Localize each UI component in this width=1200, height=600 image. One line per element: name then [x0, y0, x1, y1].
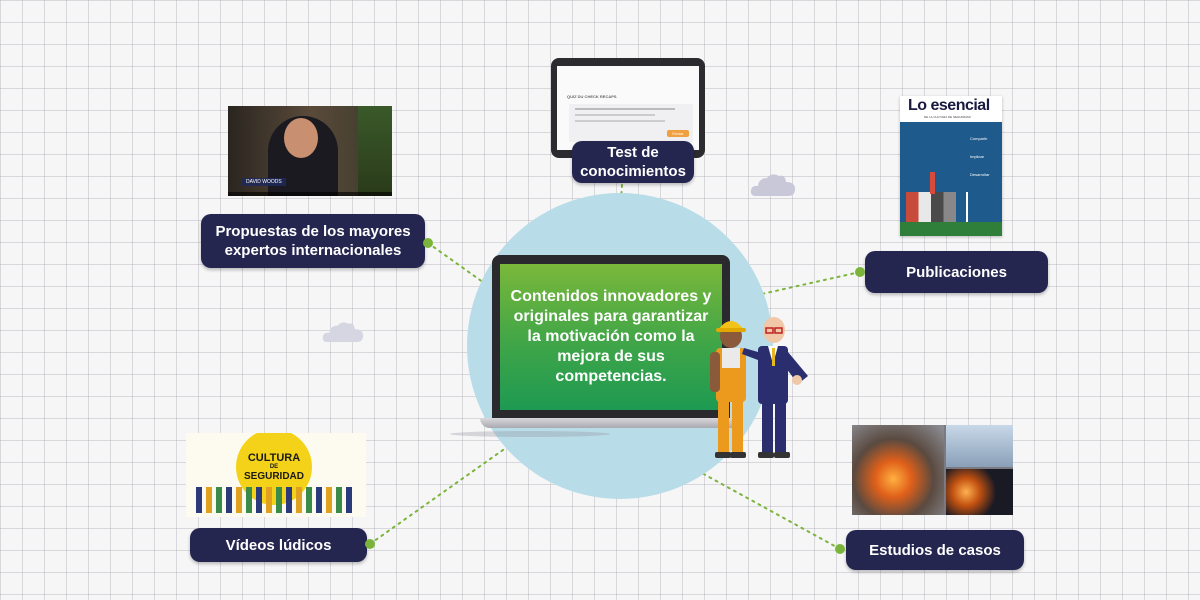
node-publications-label[interactable]: Publicaciones — [865, 251, 1048, 293]
wind-turbine — [966, 192, 968, 222]
node-videos-label[interactable]: Vídeos lúdicos — [190, 528, 367, 562]
worker-figure — [710, 321, 746, 458]
connector-dot — [423, 238, 433, 248]
case-photo-rig — [946, 425, 1013, 467]
connector-dot — [835, 544, 845, 554]
laptop-shadow — [450, 431, 610, 437]
cultura-line1: CULTURA — [247, 451, 301, 464]
case-photo-fire — [852, 425, 944, 515]
node-experts-label[interactable]: Propuestas de los mayores expertos inter… — [201, 214, 425, 268]
expert-face — [284, 118, 318, 158]
people-row — [196, 487, 356, 513]
node-test-label[interactable]: Test de conocimientos — [572, 141, 694, 183]
laptop: Contenidos innovadores y originales para… — [450, 255, 750, 445]
connector-experts — [427, 242, 495, 291]
factory-illustration — [906, 192, 956, 222]
workers-illustration — [710, 317, 808, 458]
test-preview-screen: QUIZ DU CHECK RECAPS Enviar — [557, 66, 699, 150]
connector-videos — [369, 444, 511, 545]
videos-thumbnail[interactable]: CULTURA DE SEGURIDAD — [186, 433, 366, 517]
connector-dot — [855, 267, 865, 277]
chimney — [930, 172, 935, 194]
test-preview-line — [575, 120, 665, 122]
publication-cover[interactable]: Lo esencial DE LA CULTURA DE SEGURIDAD C… — [900, 96, 1002, 236]
cloud-icon — [322, 322, 364, 343]
test-preview-button: Enviar — [667, 130, 689, 137]
video-progress-bar[interactable] — [228, 192, 392, 196]
node-cases-label[interactable]: Estudios de casos — [846, 530, 1024, 570]
center-text: Contenidos innovadores y originales para… — [510, 288, 712, 385]
book-toc-1: Compartir — [970, 136, 988, 141]
book-cover-art: Compartir Implicar Desarrollar — [900, 122, 1002, 236]
laptop-screen: Contenidos innovadores y originales para… — [500, 264, 722, 410]
experts-video-thumbnail[interactable]: DAVID WOODS — [228, 106, 392, 196]
cultura-line3: SEGURIDAD — [243, 470, 304, 482]
test-preview-header: QUIZ DU CHECK RECAPS — [567, 94, 617, 99]
video-caption: DAVID WOODS — [242, 178, 286, 186]
laptop-base — [480, 418, 742, 428]
book-toc-2: Implicar — [970, 154, 985, 159]
connector-dot — [365, 539, 375, 549]
connector-cases — [659, 449, 841, 550]
cloud-icon — [750, 174, 795, 196]
test-preview[interactable]: QUIZ DU CHECK RECAPS Enviar — [551, 58, 705, 158]
book-title: Lo esencial — [908, 97, 990, 114]
plant-decoration — [358, 106, 392, 196]
cases-thumbnail[interactable] — [852, 425, 1013, 515]
businessman-figure — [742, 317, 808, 458]
book-subtitle: DE LA CULTURA DE SEGURIDAD — [924, 115, 971, 119]
test-preview-line — [575, 108, 675, 110]
ground — [900, 222, 1002, 236]
book-toc-3: Desarrollar — [970, 172, 990, 177]
case-photo-night — [946, 469, 1013, 515]
test-preview-line — [575, 114, 655, 116]
cultura-line2: DE — [269, 463, 279, 470]
